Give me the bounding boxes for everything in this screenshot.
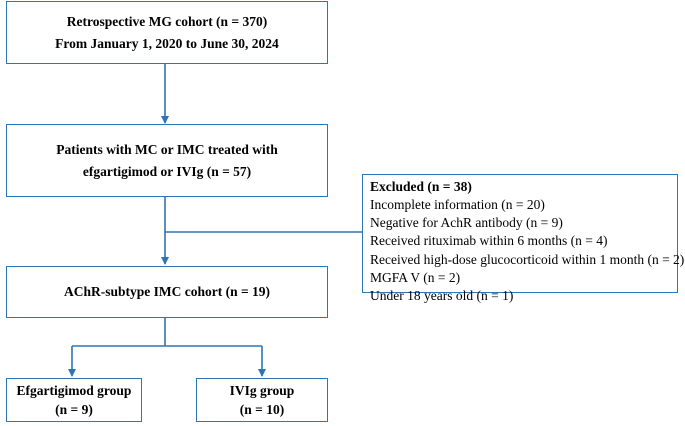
excluded-item: Under 18 years old (n = 1) — [370, 288, 514, 304]
efgartigimod-group-box: Efgartigimod group (n = 9) — [6, 378, 142, 422]
achr-cohort-box: AChR-subtype IMC cohort (n = 19) — [6, 266, 328, 318]
achr-line-1: AChR-subtype IMC cohort (n = 19) — [63, 284, 271, 299]
ivig-group-box: IVIg group (n = 10) — [196, 378, 328, 422]
excluded-item: Received high-dose glucocorticoid within… — [370, 251, 685, 267]
cohort-line-1: Retrospective MG cohort (n = 370) — [66, 13, 268, 29]
excluded-item: MGFA V (n = 2) — [370, 269, 461, 285]
cohort-line-2: From January 1, 2020 to June 30, 2024 — [55, 35, 279, 51]
ivig-line-1: IVIg group — [229, 383, 295, 398]
excluded-title: Excluded (n = 38) — [370, 179, 472, 194]
efgartigimod-line-1: Efgartigimod group — [16, 383, 132, 398]
excluded-item: Incomplete information (n = 20) — [370, 197, 545, 212]
patients-line-2: efgartigimod or IVIg (n = 57) — [82, 163, 252, 179]
efgartigimod-line-2: (n = 9) — [55, 402, 93, 417]
cohort-box: Retrospective MG cohort (n = 370) From J… — [6, 1, 328, 64]
patients-line-1: Patients with MC or IMC treated with — [56, 141, 278, 157]
excluded-box: Excluded (n = 38) Incomplete information… — [362, 174, 684, 303]
excluded-item: Received rituximab within 6 months (n = … — [370, 233, 608, 249]
patients-box: Patients with MC or IMC treated with efg… — [6, 124, 328, 197]
ivig-line-2: (n = 10) — [239, 402, 285, 417]
excluded-item: Negative for AchR antibody (n = 9) — [370, 215, 563, 231]
